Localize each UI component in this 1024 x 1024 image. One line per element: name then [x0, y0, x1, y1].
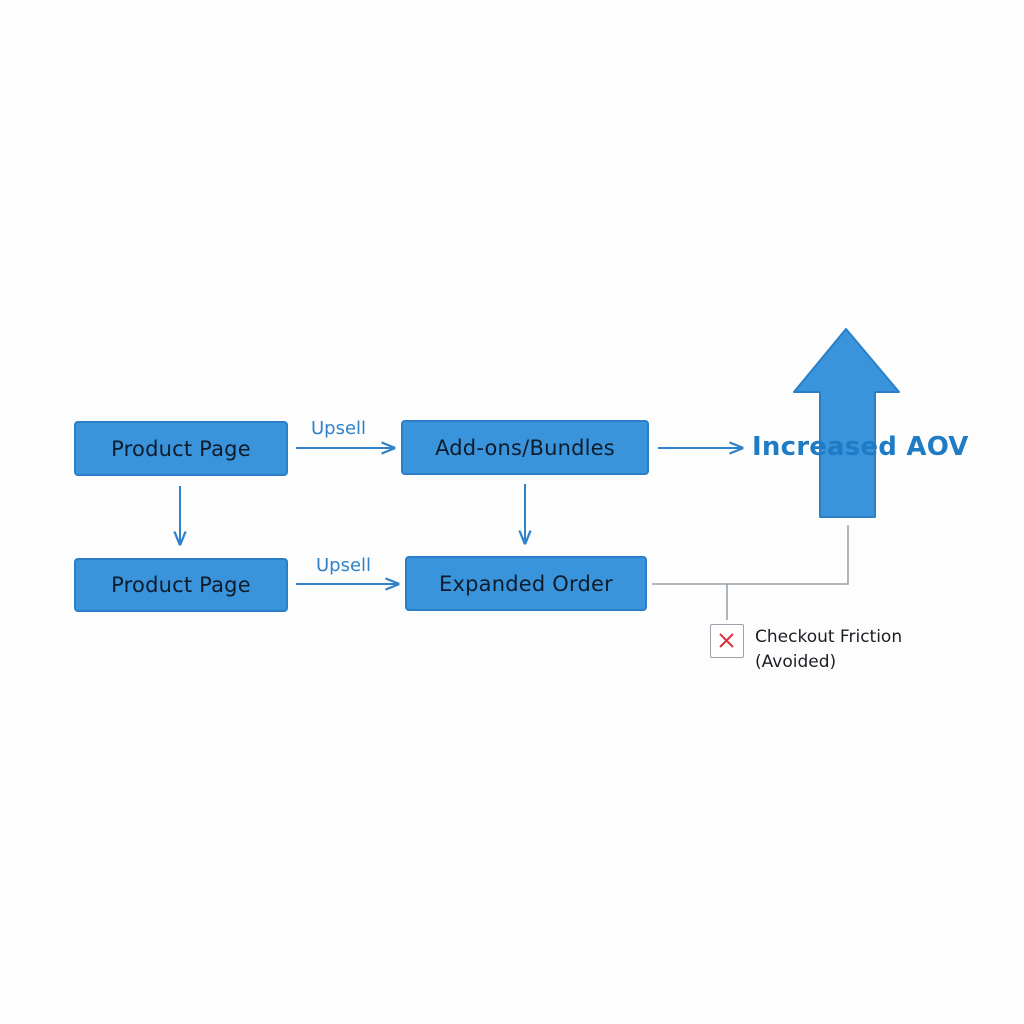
- node-expanded-order: Expanded Order: [405, 556, 647, 611]
- result-label: Increased AOV: [752, 432, 969, 462]
- x-mark-icon: [710, 624, 744, 658]
- edge-label-upsell-top: Upsell: [311, 418, 367, 439]
- node-product-page-bottom: Product Page: [74, 558, 288, 612]
- connector-to-arrow: [652, 525, 849, 585]
- big-up-arrow-icon: [793, 328, 900, 518]
- node-product-page-top: Product Page: [74, 421, 288, 476]
- edge-label-upsell-bottom: Upsell: [316, 555, 372, 576]
- friction-note-subtitle: (Avoided): [755, 652, 837, 672]
- node-addons-bundles: Add-ons/Bundles: [401, 420, 649, 475]
- friction-note-title: Checkout Friction: [755, 627, 903, 647]
